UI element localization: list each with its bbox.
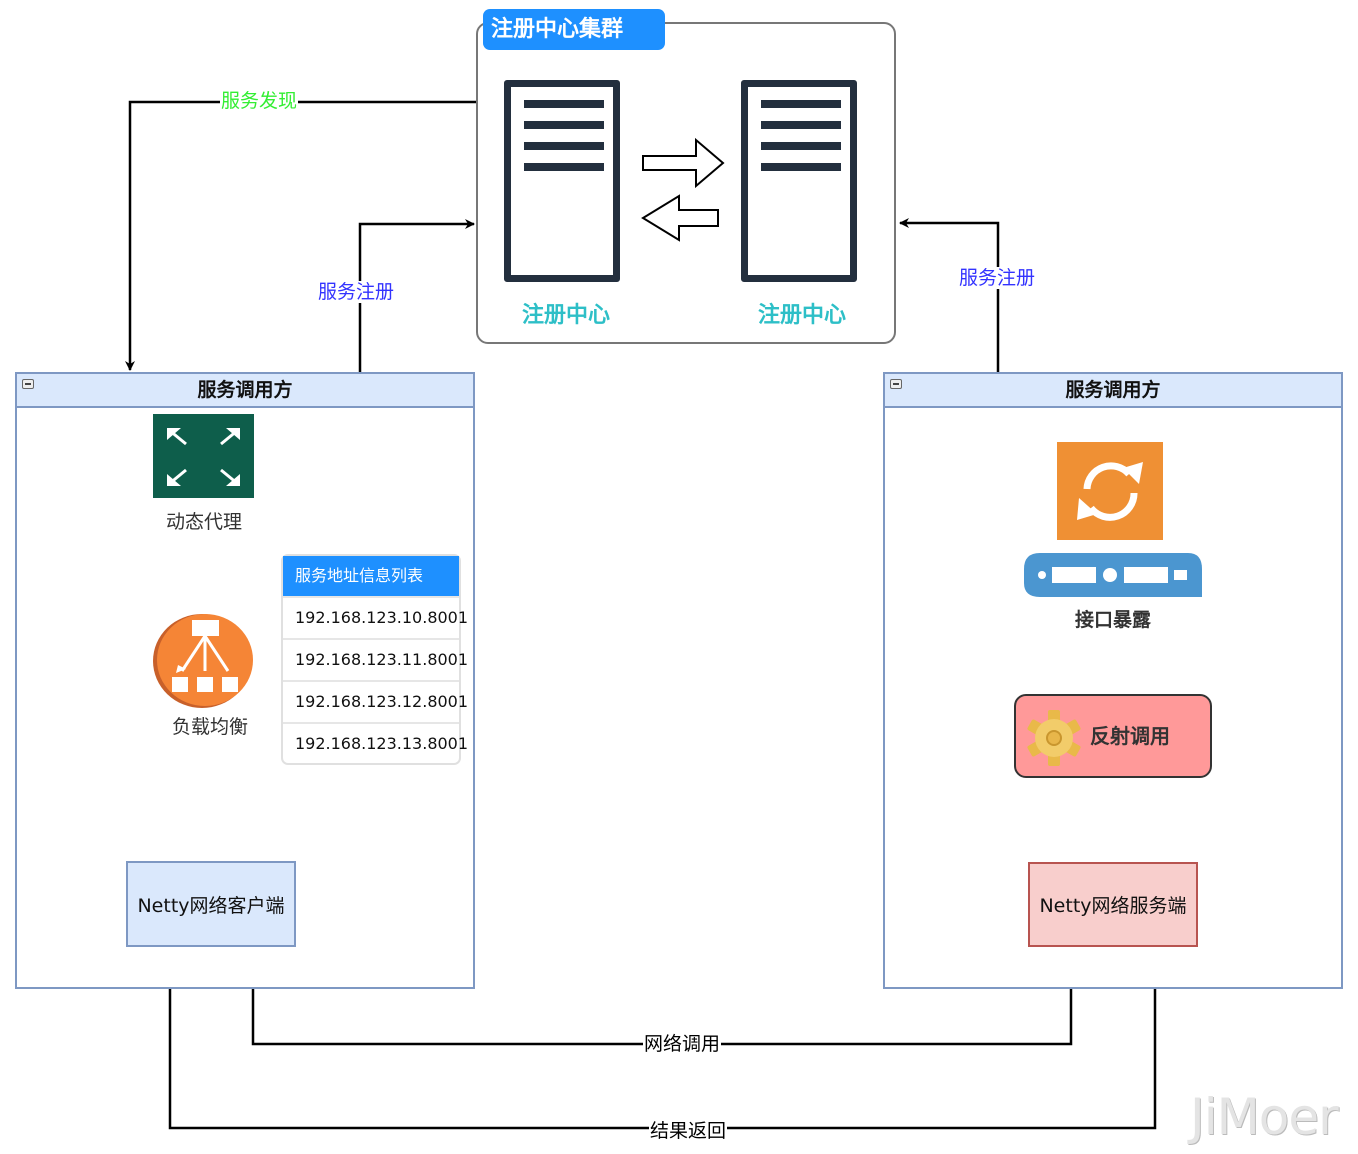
netty-client-label: Netty网络客户端 xyxy=(137,894,285,917)
address-list-item[interactable]: 192.168.123.10.8001 xyxy=(283,596,468,638)
expand-arrows-icon xyxy=(153,414,254,498)
registry-node-label: 注册中心 xyxy=(521,303,610,328)
load-balancer-icon xyxy=(153,614,253,708)
interface-exposure-label: 接口暴露 xyxy=(1074,609,1151,631)
reflection-call-box: 反射调用 xyxy=(1014,694,1212,778)
address-list: 服务地址信息列表 192.168.123.10.8001 192.168.123… xyxy=(281,554,468,765)
address-list-item[interactable]: 192.168.123.11.8001 xyxy=(283,638,468,680)
edge-label-discovery: 服务发现 xyxy=(220,90,299,112)
network-device-icon xyxy=(1024,553,1202,597)
gear-icon xyxy=(1027,710,1081,766)
netty-server-label: Netty网络服务端 xyxy=(1039,895,1187,917)
registry-cluster-title: 注册中心集群 xyxy=(483,9,665,50)
reflection-call-label: 反射调用 xyxy=(1090,724,1170,748)
dynamic-proxy-label: 动态代理 xyxy=(165,511,242,533)
watermark: JiMoer xyxy=(1190,1088,1339,1146)
server-icon xyxy=(504,80,620,282)
registry-node-label: 注册中心 xyxy=(757,303,846,328)
collapse-icon[interactable] xyxy=(890,379,902,389)
edge-label-register-right: 服务注册 xyxy=(958,267,1037,289)
load-balancer-label: 负载均衡 xyxy=(171,716,248,738)
arrow-left-outline-icon xyxy=(641,194,719,242)
provider-pool-title: 服务调用方 xyxy=(1065,379,1161,401)
address-list-title: 服务地址信息列表 xyxy=(283,556,459,596)
server-icon xyxy=(741,80,857,282)
edge-service-discovery xyxy=(125,100,476,371)
address-list-item[interactable]: 192.168.123.12.8001 xyxy=(283,680,468,722)
edge-register-right xyxy=(899,218,1000,372)
edge-label-result-return: 结果返回 xyxy=(649,1120,728,1142)
sync-icon xyxy=(1057,442,1163,540)
edge-register-left xyxy=(358,219,475,372)
address-list-item[interactable]: 192.168.123.13.8001 xyxy=(283,722,468,764)
netty-server-box: Netty网络服务端 xyxy=(1028,862,1198,947)
consumer-pool-title: 服务调用方 xyxy=(197,379,293,401)
edge-label-network-call: 网络调用 xyxy=(643,1033,722,1055)
collapse-icon[interactable] xyxy=(22,379,34,389)
arrow-right-outline-icon xyxy=(642,137,725,189)
netty-client-box: Netty网络客户端 xyxy=(126,861,296,947)
consumer-pool-header: 服务调用方 xyxy=(17,374,473,408)
provider-pool-header: 服务调用方 xyxy=(885,374,1341,408)
sync-arrows xyxy=(641,137,725,242)
edge-label-register-left: 服务注册 xyxy=(317,281,396,303)
